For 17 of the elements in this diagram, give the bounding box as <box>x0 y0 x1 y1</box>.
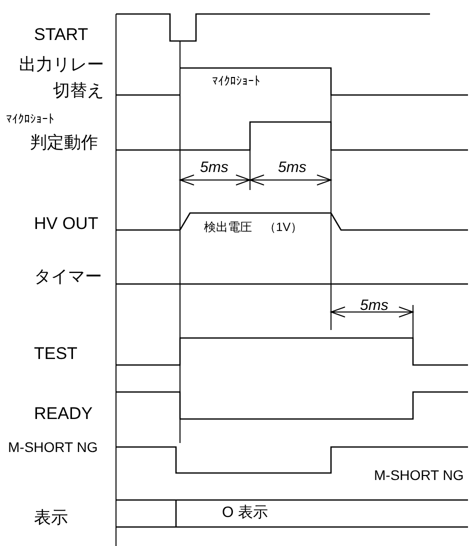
signal-name: タイマー <box>34 266 102 288</box>
waveform-label: O 表示 <box>222 503 268 523</box>
signal-name: 判定動作 <box>30 132 98 154</box>
signal-name: 出力リレー切替え <box>18 54 104 102</box>
signal-name: M-SHORT NG <box>8 438 98 457</box>
signal-name: 表示 <box>34 507 68 529</box>
waveform-label: 検出電圧 （1V） <box>204 219 303 236</box>
signal-name: TEST <box>34 343 78 365</box>
dimension-label: 5ms <box>360 296 388 316</box>
dimension-label: 5ms <box>278 158 306 178</box>
waveform-label: ﾏｲｸﾛｼｮｰﾄ <box>212 73 260 90</box>
signal-name: HV OUT <box>34 213 98 235</box>
waveform-label: M-SHORT NG <box>374 466 464 485</box>
dimension-label: 5ms <box>200 158 228 178</box>
signal-name: READY <box>34 403 93 425</box>
signal-name: ﾏｲｸﾛｼｮｰﾄ <box>6 111 54 128</box>
signal-name: START <box>34 24 88 46</box>
